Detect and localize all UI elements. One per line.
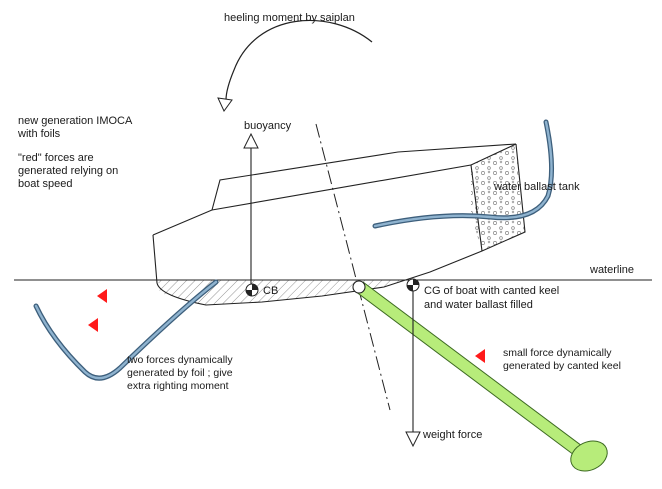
canted-keel <box>354 281 608 472</box>
water-ballast-tank <box>471 144 525 251</box>
buoyancy-arrow-icon <box>243 132 259 290</box>
foil-forces-line-3: extra righting moment <box>127 380 229 392</box>
cg-label-line-1: CG of boat with canted keel <box>424 285 559 297</box>
cb-label: CB <box>263 285 278 297</box>
keel-pivot-icon <box>352 280 366 294</box>
cg-label-line-2: and water ballast filled <box>424 299 533 311</box>
weight-force-arrow-icon <box>405 290 421 448</box>
upper-foil-highlight <box>373 120 553 228</box>
hull-submerged-area <box>158 280 402 305</box>
red-forces-line-1: "red" forces are <box>18 152 94 164</box>
lower-foil-highlight <box>34 280 218 380</box>
foil-force-arrow-1-icon <box>97 289 107 303</box>
mast-axis <box>315 123 391 411</box>
waterline-label: waterline <box>589 264 634 276</box>
foil-forces-line-2: generated by foil ; give <box>127 367 233 379</box>
heeling-moment-label: heeling moment by saiplan <box>224 12 355 24</box>
weight-force-label: weight force <box>422 429 482 441</box>
keel-force-arrow-icon <box>475 349 485 363</box>
hull-outline <box>152 143 526 306</box>
cg-marker-icon <box>406 278 420 292</box>
title-line-2: with foils <box>17 128 61 140</box>
cb-marker-icon <box>245 283 259 297</box>
red-forces-line-3: boat speed <box>18 178 72 190</box>
upper-foil <box>372 119 555 229</box>
foil-forces-line-1: two forces dynamically <box>127 354 233 366</box>
buoyancy-label: buoyancy <box>244 120 292 132</box>
title-line-1: new generation IMOCA <box>18 115 133 127</box>
keel-force-line-2: generated by canted keel <box>503 360 621 372</box>
keel-force-line-1: small force dynamically <box>503 347 612 359</box>
heeling-moment-arrow-icon <box>217 19 373 112</box>
red-forces-line-2: generated relying on <box>18 165 118 177</box>
water-ballast-label: water ballast tank <box>493 181 580 193</box>
foil-force-arrow-2-icon <box>88 318 98 332</box>
